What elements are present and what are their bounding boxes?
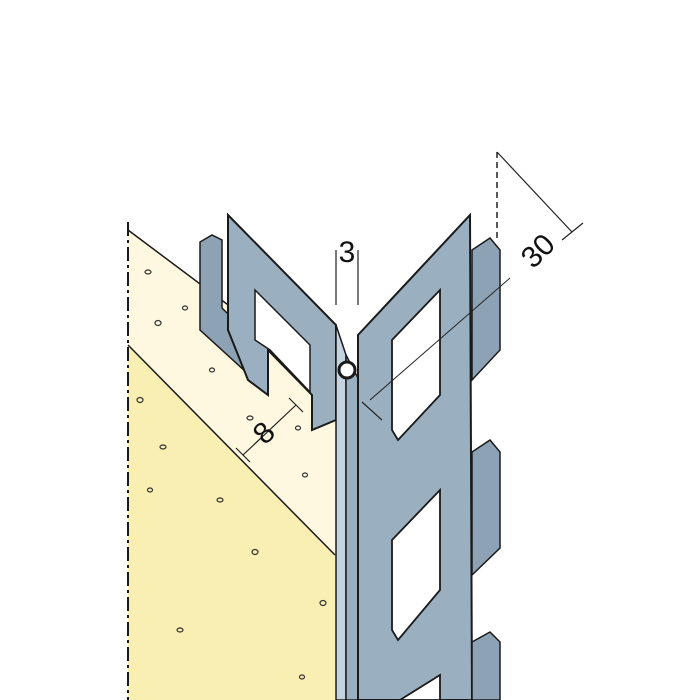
profile-nose [335, 324, 359, 700]
perforation-hole [391, 287, 441, 442]
perforation-hole [391, 487, 441, 642]
left-flange [199, 212, 337, 432]
dimension-gap: 3 [335, 236, 359, 305]
plaster-layer [128, 230, 335, 555]
dimension-label-flange: 30 [515, 228, 562, 275]
right-flange [357, 212, 501, 700]
nose-bead [337, 360, 357, 380]
wall-substrate [128, 345, 335, 700]
aggregate-speckles [136, 269, 327, 680]
perforation-hole [398, 673, 441, 700]
wall-surface-line [127, 344, 336, 556]
dimension-label-gap: 3 [339, 236, 356, 269]
